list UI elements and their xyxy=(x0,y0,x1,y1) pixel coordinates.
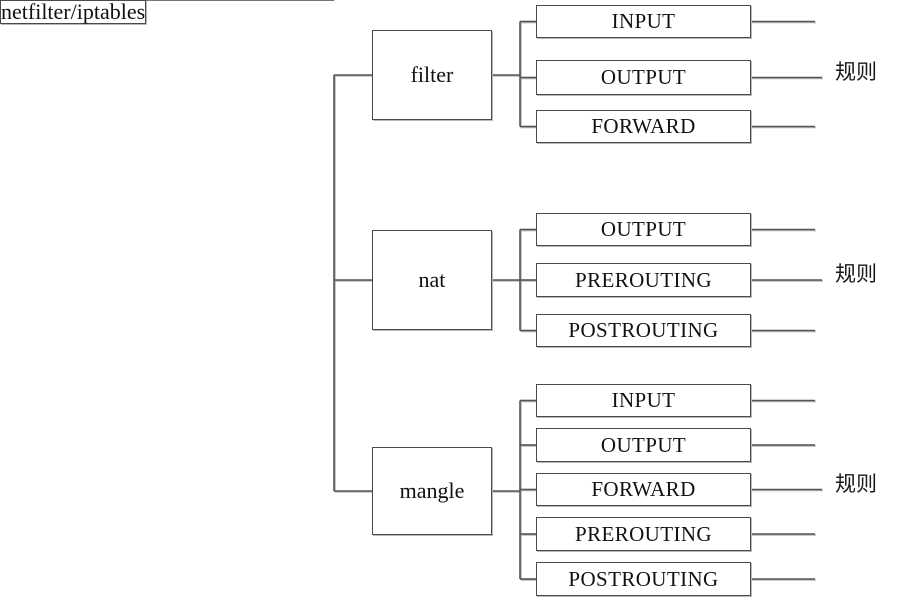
rule-label-mangle: 规则 xyxy=(835,472,877,496)
rule-label-nat: 规则 xyxy=(835,262,877,286)
node-chain-input: INPUT xyxy=(536,5,751,38)
node-chain-postrouting: POSTROUTING xyxy=(536,562,751,596)
rule-label-filter: 规则 xyxy=(835,60,877,84)
node-chain-input: INPUT xyxy=(536,384,751,417)
node-chain-label: FORWARD xyxy=(591,477,696,501)
node-table-nat: nat xyxy=(372,230,492,330)
node-root-netfilter-iptables: netfilter/iptables xyxy=(0,0,147,24)
node-chain-label: OUTPUT xyxy=(600,432,687,457)
node-chain-label: OUTPUT xyxy=(600,217,687,241)
node-chain-output: OUTPUT xyxy=(536,213,751,246)
node-chain-prerouting: PREROUTING xyxy=(536,517,751,551)
node-table-label: filter xyxy=(410,62,454,87)
node-chain-output: OUTPUT xyxy=(536,428,751,462)
node-root-label: netfilter/iptables xyxy=(1,0,146,24)
node-table-label: nat xyxy=(418,267,446,292)
node-chain-output: OUTPUT xyxy=(536,60,751,95)
node-chain-label: POSTROUTING xyxy=(568,566,719,591)
node-chain-forward: FORWARD xyxy=(536,110,751,143)
node-chain-prerouting: PREROUTING xyxy=(536,263,751,297)
node-chain-label: PREROUTING xyxy=(574,521,712,546)
node-chain-forward: FORWARD xyxy=(536,473,751,506)
node-chain-label: OUTPUT xyxy=(600,65,687,89)
node-chain-label: INPUT xyxy=(611,388,676,412)
node-chain-label: INPUT xyxy=(611,9,676,33)
node-table-filter: filter xyxy=(372,30,492,120)
node-chain-label: PREROUTING xyxy=(574,267,712,292)
node-chain-label: FORWARD xyxy=(591,114,696,138)
node-table-label: mangle xyxy=(399,478,465,503)
node-chain-postrouting: POSTROUTING xyxy=(536,314,751,347)
node-table-mangle: mangle xyxy=(372,447,492,535)
node-chain-label: POSTROUTING xyxy=(568,318,719,342)
